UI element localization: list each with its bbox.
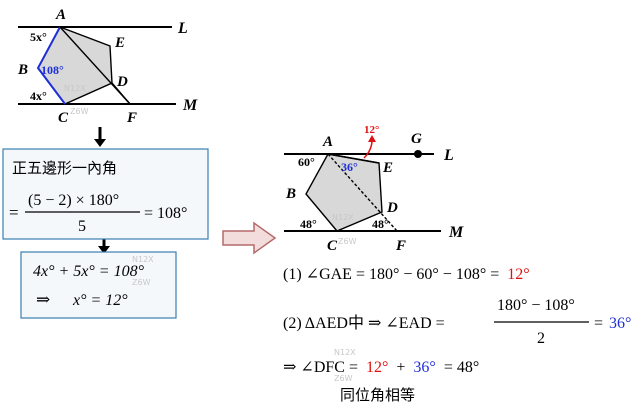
pentagon-blue-sides: [36, 26, 66, 105]
box1-title: 正五邊形一內角: [12, 159, 117, 177]
right-arrow: [222, 221, 277, 255]
box2-watermark-b: Z6W: [132, 278, 151, 287]
figure-2: A G L E B D M C F 12° 60° 36° 48° 48° N1…: [284, 124, 464, 254]
step1-result: 12°: [507, 266, 529, 283]
label-l-2: L: [443, 147, 454, 164]
box1-result: = 108°: [144, 205, 187, 222]
label-m-2: M: [448, 224, 464, 241]
box-pentagon-angle: 正五邊形一內角 = (5 − 2) × 180° 5 = 108°: [2, 148, 209, 240]
label-a: A: [55, 7, 66, 23]
step1-prefix: (1) ∠GAE = 180° − 60° − 108° =: [283, 266, 499, 283]
label-m: M: [182, 97, 198, 114]
down-arrow-1: [94, 127, 106, 147]
point-g: [414, 150, 422, 158]
step2-numerator: 180° − 108°: [497, 297, 575, 314]
label-c: C: [58, 110, 69, 126]
label-f: F: [126, 110, 137, 126]
box2-implies: ⇒: [36, 290, 50, 309]
label-g-2: G: [411, 131, 422, 147]
segment-df: [111, 82, 131, 105]
watermark-3a: N12X: [334, 348, 356, 357]
label-f-2: F: [395, 238, 406, 254]
transversal-ad-2: [327, 153, 398, 232]
label-b-2: B: [285, 186, 296, 202]
step2-equals: =: [594, 315, 603, 332]
box1-denominator: 5: [78, 218, 86, 235]
figure-1: A E B D C F L M 5x° 108° 4x° N12X Z6W: [17, 7, 198, 126]
angle-12-red: 12°: [364, 124, 379, 136]
angle-arc-red: [363, 139, 373, 159]
solution-steps: (1) ∠GAE = 180° − 60° − 108° = 12° (2) Δ…: [283, 266, 631, 404]
label-e-2: E: [382, 160, 393, 176]
box2-equation: 4x° + 5x° = 108°: [33, 263, 145, 280]
watermark-3b: Z6W: [334, 374, 353, 383]
step2-result: 36°: [609, 315, 631, 332]
label-a-2: A: [322, 134, 333, 150]
label-l: L: [177, 20, 188, 37]
step3-b: 36°: [413, 359, 435, 376]
angle-36-blue: 36°: [341, 160, 358, 174]
label-d: D: [116, 74, 128, 90]
box2-watermark-a: N12X: [132, 255, 154, 264]
watermark-1b: Z6W: [70, 107, 89, 116]
step3-tail: = 48°: [444, 359, 479, 376]
footer-corresponding-angles: 同位角相等: [340, 386, 415, 404]
box1-numerator: (5 − 2) × 180°: [28, 192, 119, 209]
step3-plus: +: [396, 359, 405, 376]
label-d-2: D: [386, 200, 398, 216]
watermark-2b: Z6W: [338, 237, 357, 246]
watermark-1a: N12X: [64, 84, 86, 93]
step3: ⇒ ∠DFC = 12° + 36° = 48°: [283, 359, 479, 376]
label-b: B: [17, 62, 28, 78]
angle-60: 60°: [298, 155, 315, 169]
box-solve-x: N12X Z6W 4x° + 5x° = 108° ⇒ x° = 12°: [20, 251, 177, 319]
angle-4x: 4x°: [30, 89, 47, 103]
step3-a: 12°: [366, 359, 388, 376]
step2-denominator: 2: [537, 330, 545, 347]
step1: (1) ∠GAE = 180° − 60° − 108° = 12°: [283, 266, 530, 283]
label-e: E: [114, 35, 125, 51]
angle-108: 108°: [41, 63, 64, 77]
step2-prefix: (2) ΔAED中 ⇒ ∠EAD =: [283, 314, 445, 332]
box2-answer: x° = 12°: [72, 292, 128, 309]
angle-48-right: 48°: [372, 217, 389, 231]
watermark-2a: N12X: [332, 213, 354, 222]
ray-ae: [327, 153, 380, 164]
box1-eq-prefix: =: [9, 203, 19, 222]
angle-arc-red-head: [368, 135, 376, 142]
label-c-2: C: [327, 238, 338, 254]
angle-48-left: 48°: [300, 217, 317, 231]
step3-prefix: ⇒ ∠DFC =: [283, 359, 358, 376]
angle-5x: 5x°: [30, 30, 47, 44]
